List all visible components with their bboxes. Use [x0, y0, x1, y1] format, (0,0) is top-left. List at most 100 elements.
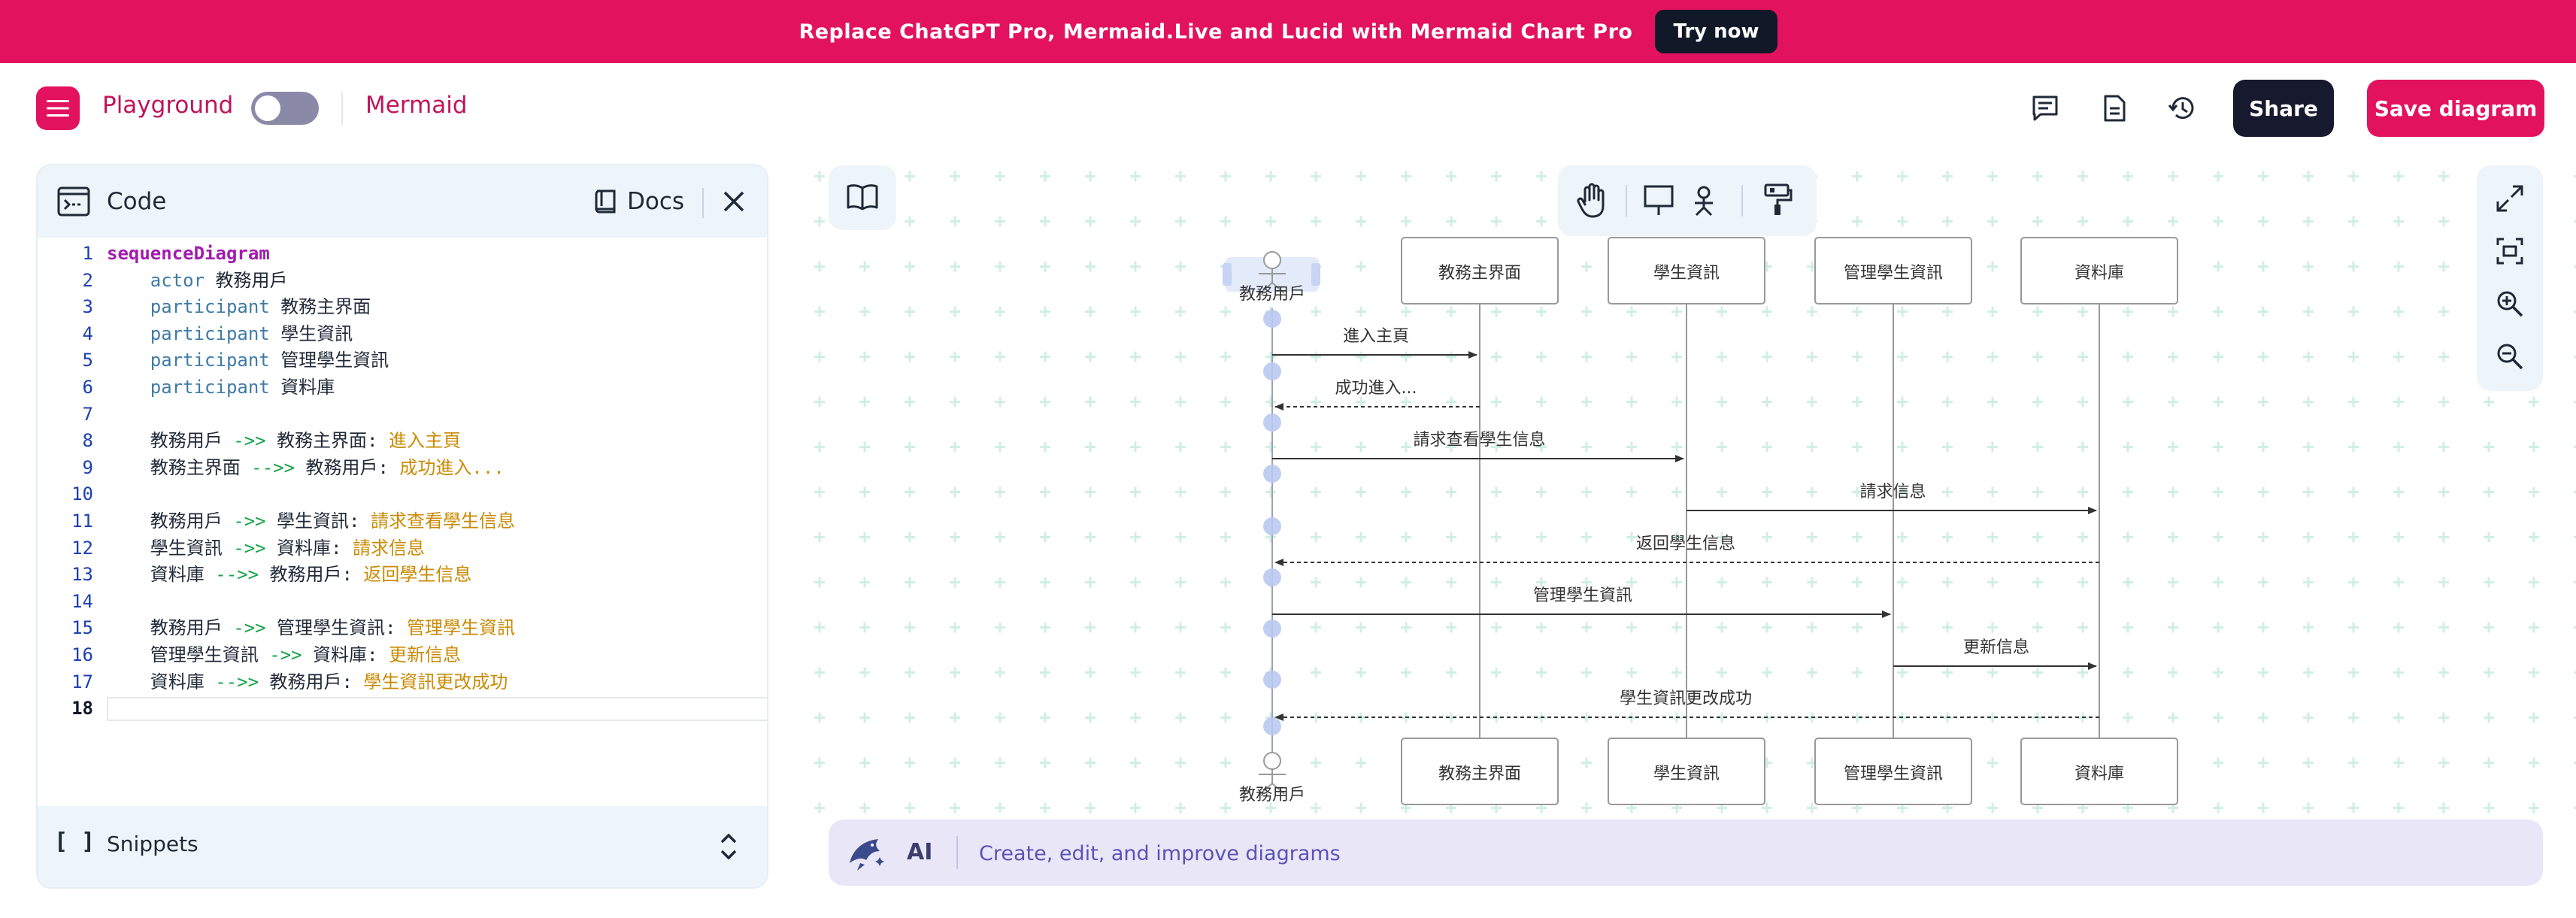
open-book-icon	[847, 184, 878, 211]
zoom-out-icon[interactable]	[2495, 341, 2525, 371]
ai-prompt-input[interactable]	[977, 830, 2334, 877]
hamburger-icon	[47, 100, 69, 117]
close-panel-button[interactable]	[719, 186, 749, 217]
code-line[interactable]: 13 資料庫 -->> 教務用戶: 返回學生信息	[38, 562, 767, 588]
code-token: 學生資訊更改成功	[363, 671, 508, 692]
line-number: 10	[71, 483, 93, 505]
lifeline-dot	[1263, 414, 1281, 432]
code-line[interactable]: 17 資料庫 -->> 教務用戶: 學生資訊更改成功	[38, 669, 767, 695]
code-line[interactable]: 9 教務主界面 -->> 教務用戶: 成功進入...	[38, 455, 767, 481]
message-label: 成功進入...	[1335, 379, 1417, 398]
actor-head	[1263, 752, 1281, 770]
try-now-button[interactable]: Try now	[1655, 10, 1777, 53]
line-number: 15	[71, 617, 93, 639]
save-diagram-button[interactable]: Save diagram	[2367, 80, 2544, 137]
code-line[interactable]: 10	[38, 481, 767, 507]
code-line[interactable]: 2 actor 教務用戶	[38, 268, 767, 294]
code-token: 學生資訊:	[277, 511, 371, 532]
line-number: 1	[82, 243, 93, 264]
line-content: 教務用戶 ->> 學生資訊: 請求查看學生信息	[107, 508, 515, 535]
ai-separator	[956, 836, 958, 869]
line-number: 9	[82, 456, 93, 478]
line-number: 7	[82, 403, 93, 425]
line-content: 學生資訊 ->> 資料庫: 請求信息	[107, 535, 425, 562]
line-number: 12	[71, 537, 93, 559]
brand-label[interactable]: Playground	[102, 92, 234, 119]
code-token: ->>	[233, 430, 277, 452]
canvas-docs-card[interactable]	[829, 165, 896, 230]
ai-bar: AI	[829, 820, 2543, 886]
history-button[interactable]	[2164, 90, 2200, 126]
line-content: participant 資料庫	[107, 374, 335, 401]
code-line[interactable]: 7	[38, 401, 767, 428]
code-token: -->>	[251, 456, 306, 478]
presentation-icon[interactable]	[1642, 183, 1675, 218]
menu-button[interactable]	[36, 86, 80, 130]
actor-leg	[1259, 783, 1273, 795]
canvas-toolbar	[1558, 165, 1817, 236]
mode-label[interactable]: Mermaid	[365, 92, 468, 119]
code-token: 資料庫:	[277, 537, 353, 559]
docs-button[interactable]	[586, 180, 698, 223]
selection-handle	[1311, 263, 1320, 286]
promo-banner: Replace ChatGPT Pro, Mermaid.Live and Lu…	[0, 0, 2576, 63]
line-number: 16	[71, 644, 93, 665]
code-token: 資料庫:	[313, 644, 389, 665]
code-token: 教務主界面	[107, 456, 252, 478]
chevron-updown-icon	[720, 833, 737, 860]
line-number: 18	[71, 698, 93, 720]
document-button[interactable]	[2096, 90, 2132, 126]
lifeline-dot	[1263, 717, 1281, 735]
snippets-bar[interactable]: [ ] Snippets	[38, 806, 767, 887]
code-token: participant	[107, 323, 281, 344]
code-line[interactable]: 3 participant 教務主界面	[38, 294, 767, 320]
actor-icon[interactable]	[1690, 183, 1717, 218]
code-line[interactable]: 18	[38, 695, 767, 722]
participant-label: 管理學生資訊	[1844, 765, 1943, 783]
code-line[interactable]: 15 教務用戶 ->> 管理學生資訊: 管理學生資訊	[38, 615, 767, 641]
code-token: 管理學生資訊	[280, 350, 389, 371]
playground-toggle[interactable]	[251, 92, 319, 125]
code-line[interactable]: 14	[38, 589, 767, 615]
message-label: 請求信息	[1859, 483, 1926, 501]
participant-label: 學生資訊	[1653, 765, 1720, 783]
hand-icon[interactable]	[1576, 182, 1609, 220]
code-token: 成功進入...	[399, 456, 505, 478]
zoom-controls	[2477, 165, 2543, 391]
paint-roller-icon[interactable]	[1761, 182, 1794, 220]
code-line[interactable]: 8 教務用戶 ->> 教務主界面: 進入主頁	[38, 428, 767, 454]
code-line[interactable]: 16 管理學生資訊 ->> 資料庫: 更新信息	[38, 642, 767, 668]
code-line[interactable]: 5 participant 管理學生資訊	[38, 347, 767, 374]
participant-label: 教務主界面	[1438, 264, 1521, 283]
zoom-in-icon[interactable]	[2495, 289, 2525, 319]
ai-label: AI	[907, 839, 933, 865]
code-line[interactable]: 11 教務用戶 ->> 學生資訊: 請求查看學生信息	[38, 508, 767, 535]
code-token: 教務用戶	[215, 269, 288, 291]
actor-leg	[1259, 282, 1273, 294]
code-token: 學生資訊	[107, 537, 234, 559]
participant-label: 教務主界面	[1438, 765, 1521, 783]
code-token: 返回學生信息	[363, 564, 472, 586]
line-content: 管理學生資訊 ->> 資料庫: 更新信息	[107, 642, 461, 668]
comments-button[interactable]	[2027, 90, 2063, 126]
share-button[interactable]: Share	[2233, 80, 2334, 137]
selection-handle	[1223, 263, 1232, 286]
message-label: 請求查看學生信息	[1413, 431, 1545, 450]
line-number: 13	[71, 564, 93, 586]
line-content: actor 教務用戶	[107, 268, 288, 294]
expand-icon[interactable]	[2495, 183, 2525, 214]
line-content: participant 學生資訊	[107, 321, 353, 347]
code-line[interactable]: 6 participant 資料庫	[38, 374, 767, 401]
actor-label: 教務用戶	[1239, 786, 1305, 804]
actor-label: 教務用戶	[1239, 285, 1305, 304]
code-token: actor	[107, 269, 216, 291]
code-token: 管理學生資訊	[107, 644, 270, 665]
fit-view-icon[interactable]	[2495, 236, 2525, 266]
docs-label[interactable]: Docs	[627, 188, 685, 215]
code-line[interactable]: 12 學生資訊 ->> 資料庫: 請求信息	[38, 535, 767, 562]
code-token: -->>	[215, 564, 270, 586]
code-line[interactable]: 4 participant 學生資訊	[38, 321, 767, 347]
